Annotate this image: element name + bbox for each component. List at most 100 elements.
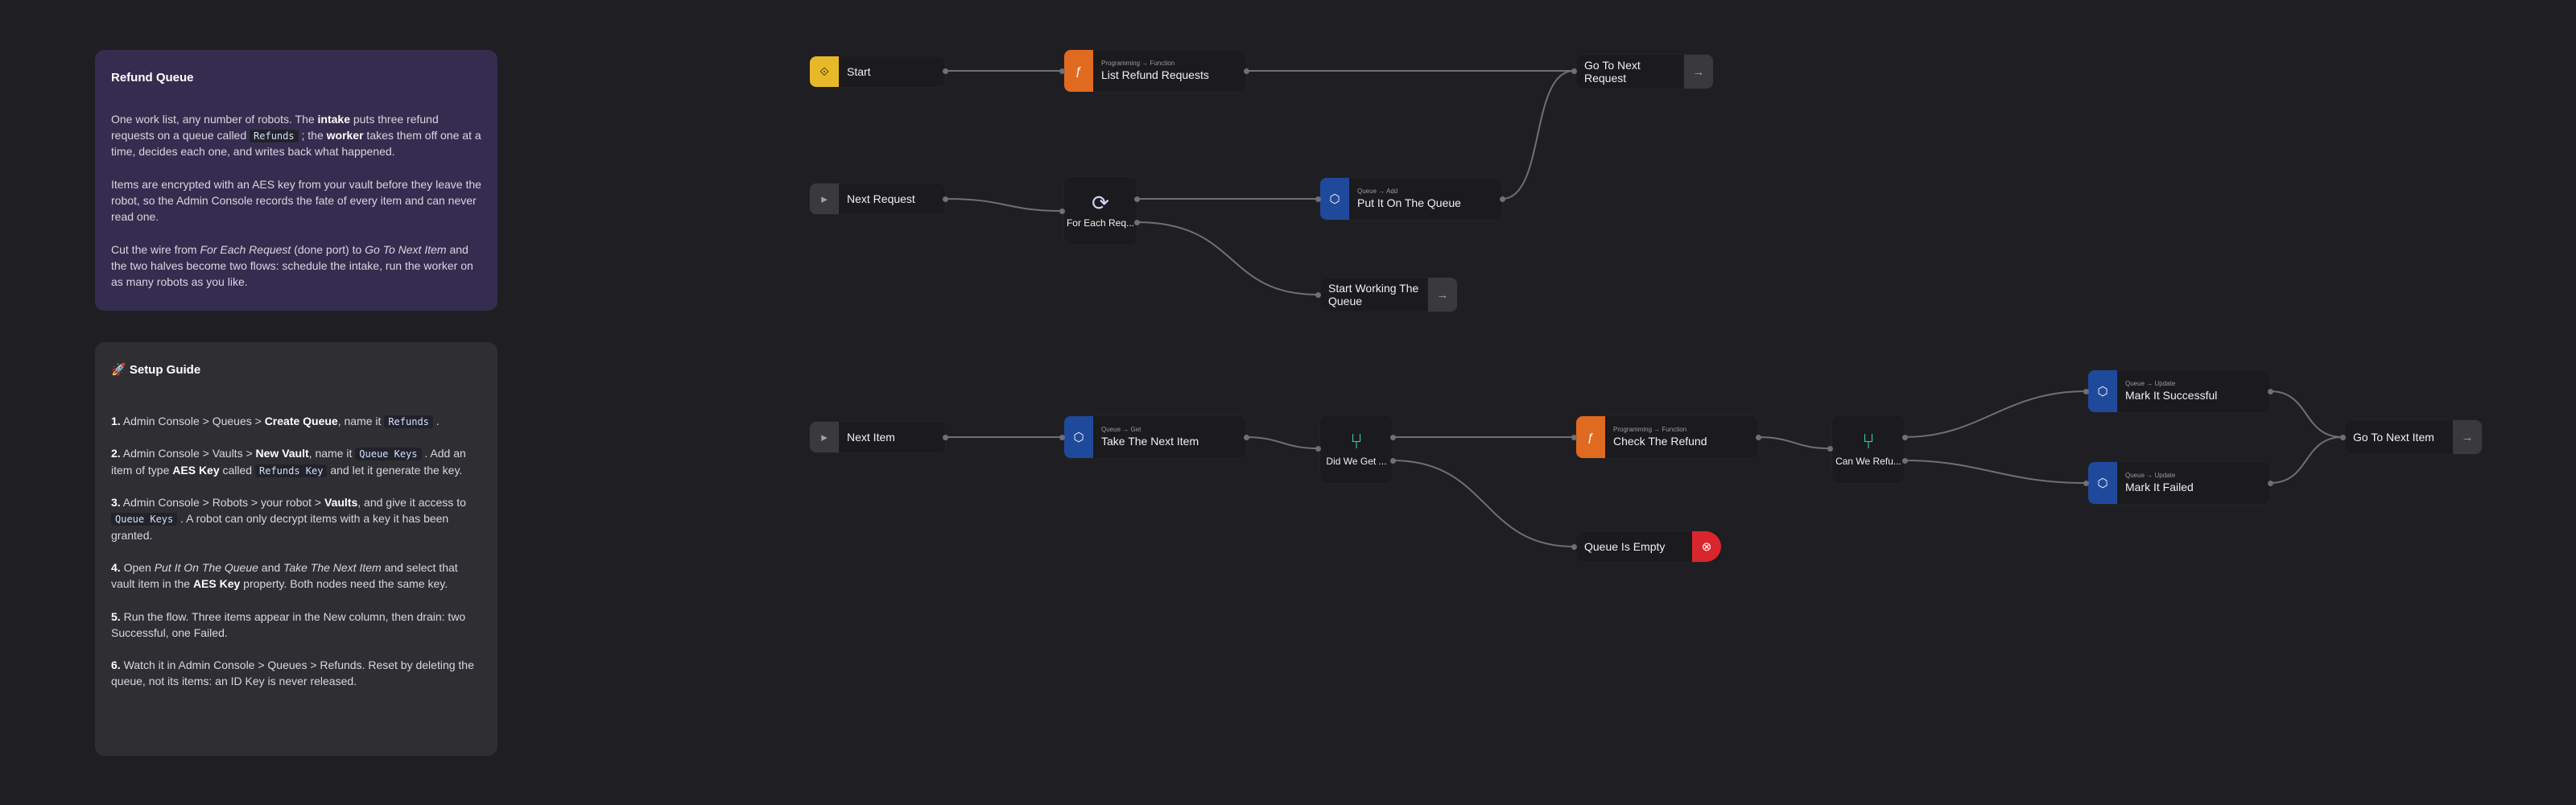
port[interactable] (1244, 435, 1249, 440)
start-icon: ⟐ (810, 56, 839, 87)
node-for-each-request[interactable]: ⟳ For Each Req... (1064, 177, 1137, 245)
node-title: Mark It Failed (2125, 481, 2194, 494)
port[interactable] (943, 68, 948, 74)
setup-step-2: 2. Admin Console > Vaults > New Vault, n… (111, 447, 466, 477)
node-start-working-the-queue[interactable]: → Start Working The Queue (1320, 278, 1457, 312)
wire-take-did (1245, 436, 1319, 449)
port[interactable] (943, 196, 948, 202)
wire-nextreq-foreach (945, 198, 1063, 212)
port[interactable] (1059, 68, 1065, 74)
node-title: For Each Req... (1066, 217, 1135, 229)
port[interactable] (1244, 68, 1249, 74)
goto-icon: → (1428, 278, 1457, 312)
node-kicker: Programming → Function (1613, 426, 1687, 434)
refund-card-paragraph-3: Cut the wire from For Each Request (done… (111, 242, 473, 289)
port[interactable] (1571, 435, 1577, 440)
port[interactable] (1059, 208, 1065, 214)
node-list-refund-requests[interactable]: ƒ Programming → Function List Refund Req… (1064, 50, 1246, 92)
wire-foreach-startworking (1136, 221, 1319, 295)
wire-check-can (1757, 436, 1831, 449)
port[interactable] (2083, 481, 2089, 486)
node-title: Queue Is Empty (1584, 539, 1666, 553)
refund-queue-card: Refund Queue One work list, any number o… (95, 50, 497, 311)
label-icon: ▸ (810, 422, 839, 452)
node-title: Can We Refu... (1835, 456, 1901, 468)
node-check-the-refund[interactable]: ƒ Programming → Function Check The Refun… (1576, 416, 1758, 458)
node-kicker: Queue → Update (2125, 472, 2176, 480)
node-title: Start Working The Queue (1328, 281, 1419, 308)
refund-card-paragraph-2: Items are encrypted with an AES key from… (111, 177, 481, 224)
wire-put-goto (1501, 70, 1575, 200)
port[interactable] (1827, 446, 1833, 452)
port[interactable] (1059, 435, 1065, 440)
refund-card-title: Refund Queue (111, 71, 194, 85)
port[interactable] (1390, 435, 1396, 440)
function-icon: ƒ (1064, 50, 1093, 92)
node-kicker: Programming → Function (1101, 60, 1175, 68)
node-next-item[interactable]: ▸ Next Item (810, 422, 945, 452)
wire-failed-goto (2269, 436, 2343, 484)
port[interactable] (1390, 458, 1396, 464)
queue-icon: ⬡ (1320, 178, 1349, 220)
node-title: Go To Next Request (1584, 58, 1641, 85)
node-did-we-get[interactable]: ⑂ Did We Get ... (1320, 415, 1393, 483)
port[interactable] (1134, 220, 1140, 225)
port[interactable] (1902, 435, 1908, 440)
port[interactable] (1756, 435, 1761, 440)
stop-icon: ⊗ (1692, 531, 1721, 562)
node-title: Did We Get ... (1326, 456, 1387, 468)
setup-step-4: 4. Open Put It On The Queue and Take The… (111, 560, 458, 591)
node-take-the-next-item[interactable]: ⬡ Queue → Get Take The Next Item (1064, 416, 1246, 458)
node-title: List Refund Requests (1101, 68, 1209, 82)
node-can-we-refund[interactable]: ⑂ Can We Refu... (1832, 415, 1905, 483)
branch-icon: ⑂ (1862, 429, 1875, 454)
port[interactable] (1500, 196, 1505, 202)
node-queue-is-empty[interactable]: ⊗ Queue Is Empty (1576, 531, 1721, 562)
wire-can-success (1904, 390, 2087, 438)
loop-icon: ⟳ (1092, 191, 1109, 216)
setup-card-title: 🚀 Setup Guide (111, 363, 201, 377)
port[interactable] (2340, 435, 2346, 440)
node-kicker: Queue → Update (2125, 380, 2176, 388)
function-icon: ƒ (1576, 416, 1605, 458)
wire-did-empty (1392, 460, 1575, 547)
node-title: Take The Next Item (1101, 435, 1199, 448)
queue-icon: ⬡ (2088, 462, 2117, 504)
port[interactable] (2083, 389, 2089, 394)
wire-success-goto (2269, 390, 2343, 438)
port[interactable] (1315, 446, 1321, 452)
node-start[interactable]: ⟐ Start (810, 56, 945, 87)
node-kicker: Queue → Get (1101, 426, 1141, 434)
node-go-to-next-item[interactable]: → Go To Next Item (2345, 420, 2482, 454)
port[interactable] (943, 435, 948, 440)
node-title: Mark It Successful (2125, 389, 2218, 402)
branch-icon: ⑂ (1350, 429, 1363, 454)
node-put-it-on-the-queue[interactable]: ⬡ Queue → Add Put It On The Queue (1320, 178, 1502, 220)
node-title: Next Request (847, 192, 915, 205)
node-go-to-next-request[interactable]: → Go To Next Request (1576, 55, 1713, 89)
port[interactable] (1315, 292, 1321, 298)
queue-icon: ⬡ (2088, 370, 2117, 412)
goto-icon: → (2453, 420, 2482, 454)
port[interactable] (2268, 481, 2273, 486)
port[interactable] (2268, 389, 2273, 394)
port[interactable] (1571, 544, 1577, 550)
refund-card-paragraph-1: One work list, any number of robots. The… (111, 112, 481, 159)
port[interactable] (1902, 458, 1908, 464)
node-mark-it-successful[interactable]: ⬡ Queue → Update Mark It Successful (2088, 370, 2270, 412)
node-title: Put It On The Queue (1357, 196, 1461, 210)
setup-guide-card: 🚀 Setup Guide 1. Admin Console > Queues … (95, 342, 497, 756)
setup-step-1: 1. Admin Console > Queues > Create Queue… (111, 414, 440, 428)
wire-can-failed (1904, 460, 2087, 484)
node-title: Next Item (847, 430, 895, 444)
port[interactable] (1571, 68, 1577, 74)
node-next-request[interactable]: ▸ Next Request (810, 184, 945, 214)
port[interactable] (1134, 196, 1140, 202)
setup-step-6: 6. Watch it in Admin Console > Queues > … (111, 658, 474, 688)
node-kicker: Queue → Add (1357, 188, 1398, 196)
node-title: Check The Refund (1613, 435, 1707, 448)
node-mark-it-failed[interactable]: ⬡ Queue → Update Mark It Failed (2088, 462, 2270, 504)
port[interactable] (1315, 196, 1321, 202)
setup-step-5: 5. Run the flow. Three items appear in t… (111, 609, 466, 639)
